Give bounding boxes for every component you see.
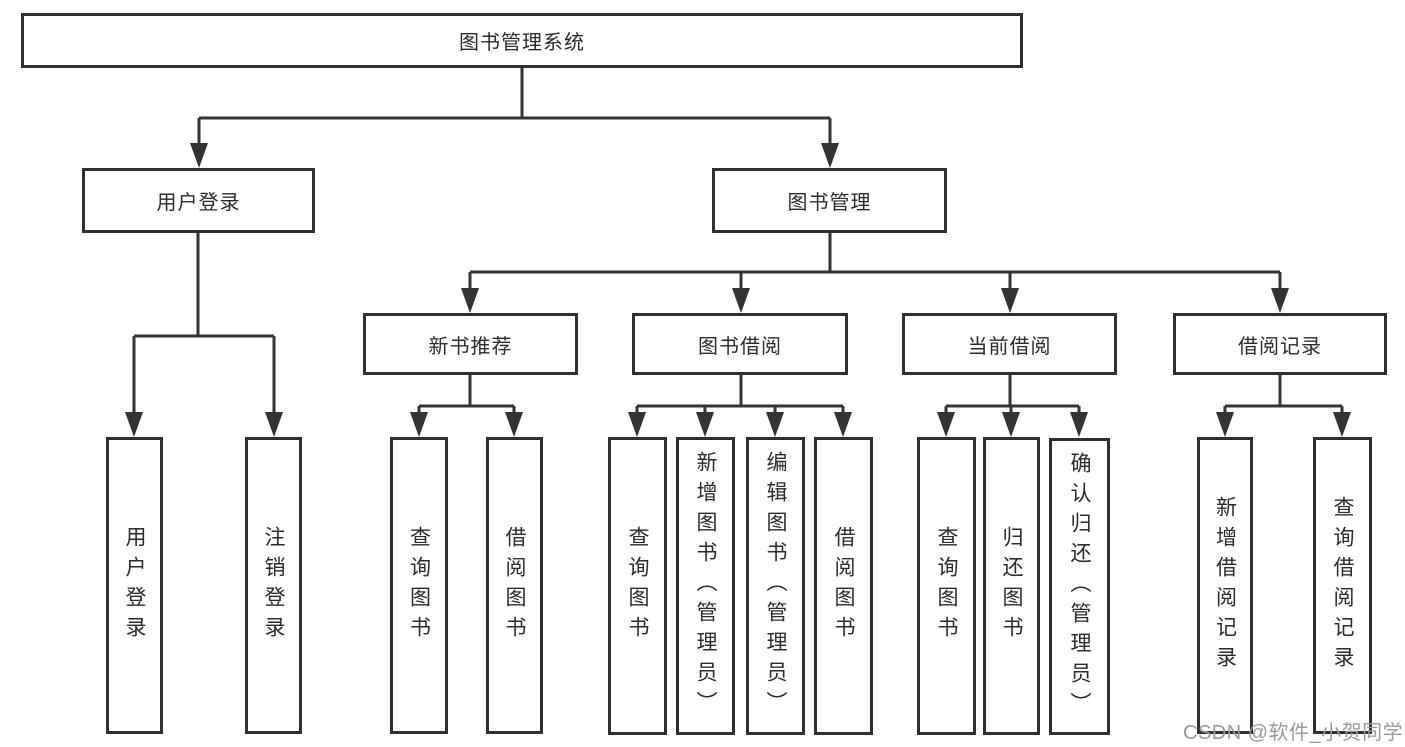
leaf-query-borrow-record: 查询借阅记录 bbox=[1313, 437, 1372, 734]
node-label: 查询图书 bbox=[626, 526, 649, 646]
node-library-system: 图书管理系统 bbox=[21, 13, 1023, 68]
csdn-watermark: CSDN @软件_小贺同学 bbox=[1183, 722, 1404, 744]
leaf-add-books-admin: 新增图书（管理员） bbox=[676, 437, 735, 735]
leaf-edit-books-admin: 编辑图书（管理员） bbox=[746, 437, 805, 735]
node-label: 注销登录 bbox=[262, 525, 285, 646]
arrow-down-icon bbox=[821, 143, 839, 168]
arrow-down-icon bbox=[125, 412, 143, 437]
leaf-query-books: 查询图书 bbox=[608, 437, 667, 735]
arrow-down-icon bbox=[766, 412, 784, 437]
arrow-down-icon bbox=[732, 288, 750, 313]
arrow-down-icon bbox=[505, 412, 523, 437]
node-label: 图书管理 bbox=[787, 192, 872, 214]
arrow-down-icon bbox=[461, 288, 479, 313]
arrow-down-icon bbox=[1002, 412, 1020, 437]
node-label: 图书管理系统 bbox=[459, 32, 585, 54]
node-label: 当前借阅 bbox=[967, 335, 1052, 358]
leaf-return-books: 归还图书 bbox=[983, 437, 1040, 735]
node-label: 确认归还（管理员） bbox=[1068, 451, 1091, 722]
arrowheads bbox=[125, 143, 1351, 437]
arrow-down-icon bbox=[696, 412, 714, 437]
node-label: 用户登录 bbox=[123, 525, 146, 646]
arrow-down-icon bbox=[628, 412, 646, 437]
leaf-query-books: 查询图书 bbox=[917, 437, 976, 735]
node-new-book-recommend: 新书推荐 bbox=[363, 313, 578, 375]
arrow-down-icon bbox=[1070, 412, 1088, 437]
arrow-down-icon bbox=[834, 412, 852, 437]
arrow-down-icon bbox=[190, 143, 208, 168]
arrow-down-icon bbox=[1001, 288, 1019, 313]
node-user-login: 用户登录 bbox=[82, 168, 315, 233]
node-label: 查询借阅记录 bbox=[1331, 495, 1354, 676]
leaf-borrow-books: 借阅图书 bbox=[486, 437, 543, 734]
node-label: 借阅记录 bbox=[1238, 335, 1322, 358]
node-book-borrowing: 图书借阅 bbox=[632, 313, 848, 375]
node-label: 新增图书（管理员） bbox=[694, 451, 717, 721]
leaf-confirm-return-admin: 确认归还（管理员） bbox=[1049, 438, 1110, 735]
node-label: 编辑图书（管理员） bbox=[764, 451, 787, 721]
leaf-user-login: 用户登录 bbox=[106, 437, 163, 734]
node-label: 新增借阅记录 bbox=[1213, 495, 1237, 676]
node-label: 图书借阅 bbox=[698, 335, 782, 358]
node-label: 借阅图书 bbox=[503, 525, 526, 646]
leaf-logout: 注销登录 bbox=[245, 437, 302, 734]
arrow-down-icon bbox=[410, 412, 428, 437]
arrow-down-icon bbox=[1216, 412, 1234, 437]
leaf-add-borrow-record: 新增借阅记录 bbox=[1197, 437, 1253, 734]
node-label: 用户登录 bbox=[156, 192, 241, 214]
node-label: 查询图书 bbox=[935, 526, 958, 646]
node-borrowing-records: 借阅记录 bbox=[1173, 313, 1387, 375]
arrow-down-icon bbox=[937, 412, 955, 437]
leaf-query-books: 查询图书 bbox=[390, 437, 448, 734]
node-current-borrowing: 当前借阅 bbox=[902, 313, 1117, 375]
leaf-borrow-books: 借阅图书 bbox=[814, 437, 873, 735]
arrow-down-icon bbox=[1271, 288, 1289, 313]
node-label: 新书推荐 bbox=[428, 335, 513, 358]
node-label: 归还图书 bbox=[1000, 526, 1023, 646]
node-label: 借阅图书 bbox=[832, 526, 855, 646]
node-label: 查询图书 bbox=[407, 525, 431, 646]
arrow-down-icon bbox=[1333, 412, 1351, 437]
arrow-down-icon bbox=[265, 412, 283, 437]
node-book-management: 图书管理 bbox=[712, 168, 947, 233]
